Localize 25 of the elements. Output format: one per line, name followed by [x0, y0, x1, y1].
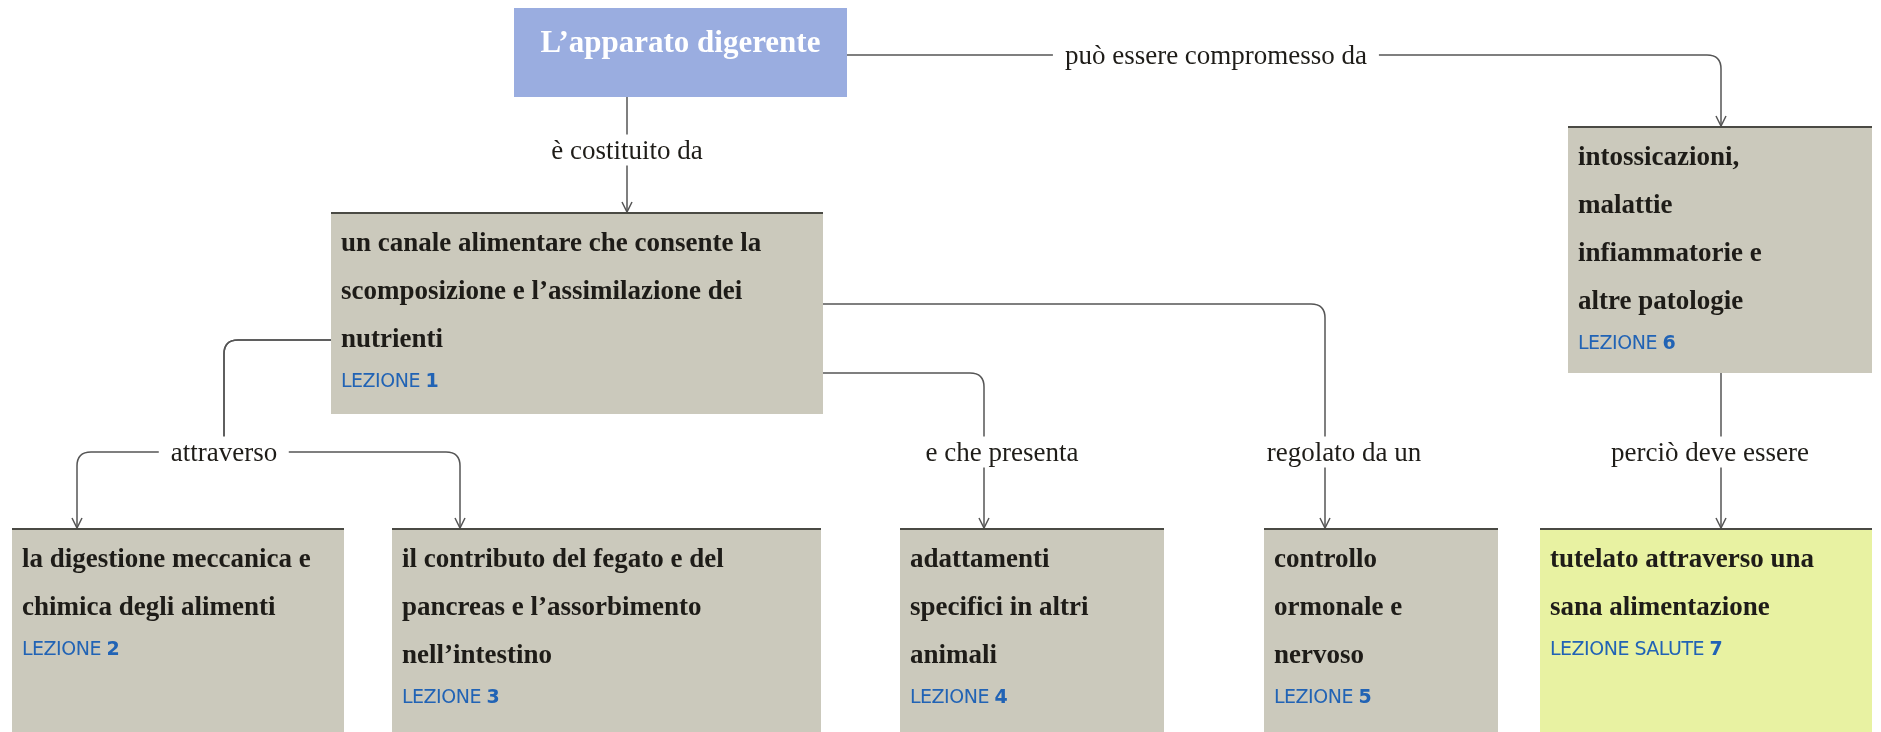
- concept-text: un canale alimentare che consente la scomposizione e l’assimilazione dei nutrienti: [341, 226, 763, 355]
- concept-text: tutelato attraverso una sana alimentazione: [1550, 542, 1815, 623]
- title-box: [514, 8, 847, 97]
- concept-box: [392, 528, 821, 732]
- lesson-reference: LEZIONE 4: [910, 684, 1008, 709]
- lesson-reference: LEZIONE 3: [402, 684, 500, 709]
- lesson-reference: LEZIONE SALUTE 7: [1550, 636, 1723, 661]
- concept-text: il contributo del fegato e del pancreas e l’assorbimento nell’intestino: [402, 542, 725, 671]
- concept-box: [1568, 126, 1872, 373]
- connector-arrow: [822, 372, 990, 529]
- lesson-reference: LEZIONE 2: [22, 636, 120, 661]
- concept-box: [1264, 528, 1498, 732]
- concept-text: adattamenti specifici in altri animali: [910, 542, 1090, 671]
- lesson-reference: LEZIONE 1: [341, 368, 439, 393]
- concept-text: la digestione meccanica e chimica degli alimenti: [22, 542, 312, 623]
- concept-box: [1540, 528, 1872, 732]
- concept-box: [12, 528, 344, 732]
- concept-text: L’apparato digerente: [540, 23, 821, 61]
- concept-box: [331, 212, 823, 414]
- lesson-reference: LEZIONE 6: [1578, 330, 1676, 355]
- concept-text: controllo ormonale e nervoso: [1274, 542, 1404, 671]
- connector-arrow: [822, 303, 1331, 529]
- concept-text: intossicazioni, malattie infiammatorie e altre patologie: [1578, 140, 1763, 317]
- lesson-reference: LEZIONE 5: [1274, 684, 1372, 709]
- concept-box: [900, 528, 1164, 732]
